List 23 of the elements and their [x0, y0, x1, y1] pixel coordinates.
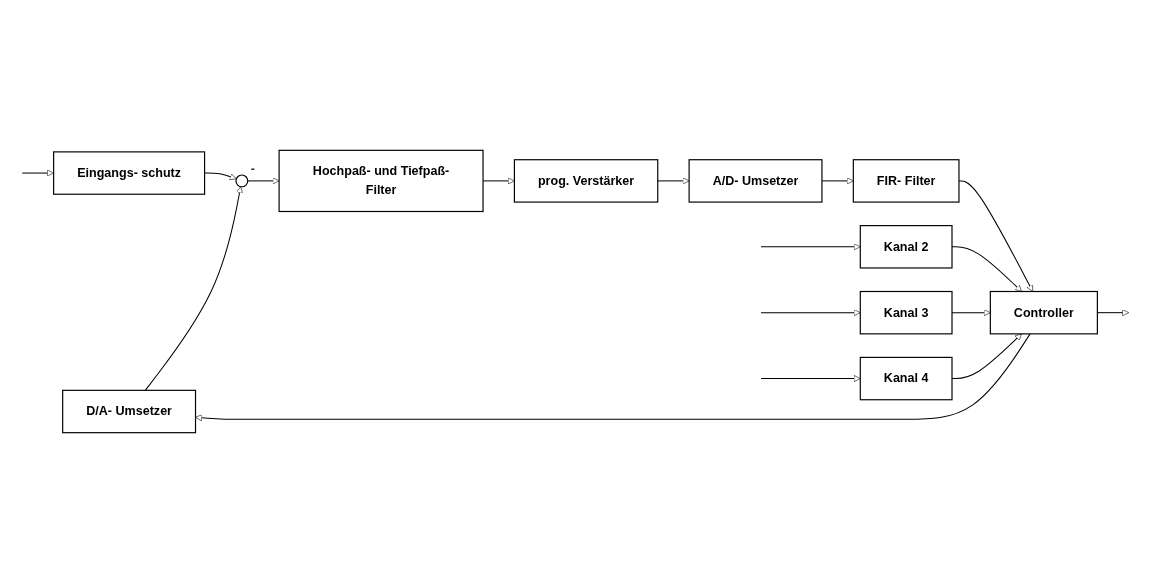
arrow — [144, 186, 243, 391]
node-box: A/D- Umsetzer — [688, 159, 823, 203]
arrow — [821, 177, 854, 185]
arrow — [195, 333, 1031, 422]
arrow — [657, 177, 690, 185]
node-box: Controller — [989, 290, 1098, 335]
node-circle — [235, 174, 249, 188]
node-box: Hochpaß- und Tiefpaß-Filter — [278, 149, 484, 213]
node-box: Eingangs- schutz — [53, 151, 206, 195]
node-box: D/A- Umsetzer — [62, 389, 197, 434]
arrow — [21, 169, 54, 177]
arrow — [760, 375, 861, 382]
arrow — [760, 243, 861, 251]
node-box: FIR- Filter — [852, 159, 960, 203]
arrow — [247, 177, 280, 185]
node-box: Kanal 3 — [859, 290, 953, 335]
arrow — [958, 180, 1034, 292]
arrow — [204, 172, 237, 180]
node-box: Kanal 4 — [859, 356, 953, 401]
node-box: prog. Verstärker — [513, 159, 659, 203]
node-box: Kanal 2 — [859, 225, 953, 269]
arrow — [760, 309, 861, 317]
minus-sign: - — [250, 162, 256, 177]
